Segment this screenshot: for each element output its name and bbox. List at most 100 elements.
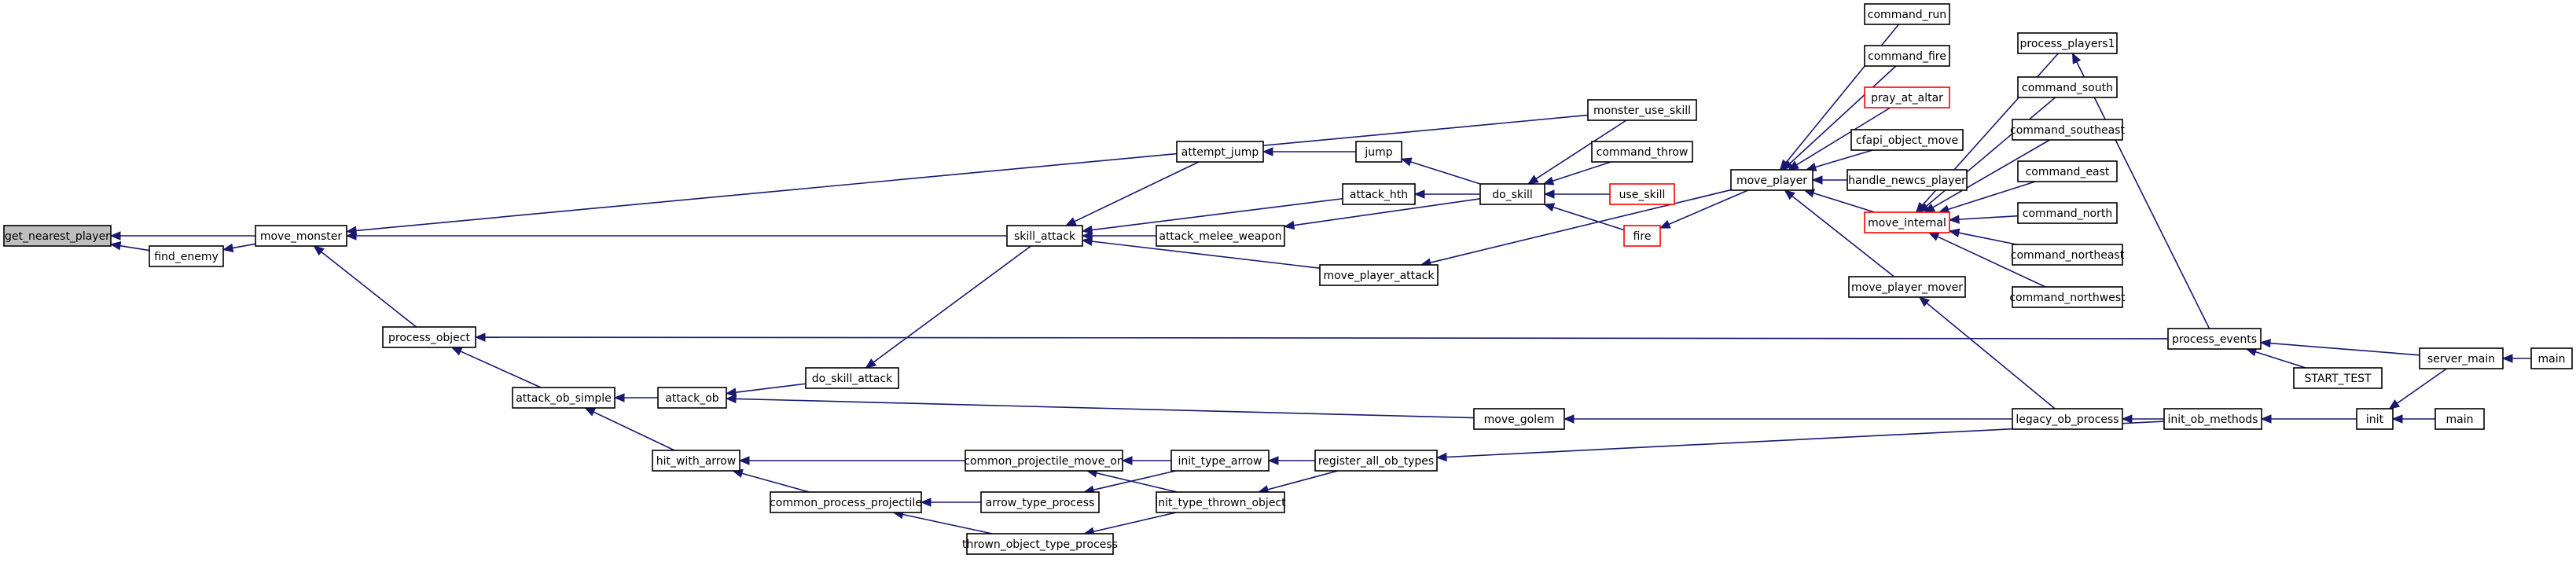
edge-do_skill_attack-to-attack_ob [725, 383, 807, 397]
node-cfapi_object_move[interactable]: cfapi_object_move [1850, 129, 1964, 151]
arrowhead [2391, 414, 2403, 424]
node-handle_newcs_player[interactable]: handle_newcs_player [1847, 169, 1968, 191]
node-box [2167, 328, 2262, 350]
edge-move_internal-to-move_player [1803, 189, 1875, 213]
node-command_northwest[interactable]: command_northwest [2009, 286, 2126, 308]
node-START_TEST[interactable]: START_TEST [2293, 367, 2383, 389]
edge-attack_hth-to-skill_attack [1081, 197, 1343, 235]
node-box [1587, 99, 1697, 121]
node-get_nearest_player[interactable]: get_nearest_player [3, 225, 112, 247]
edge-move_player_attack-to-skill_attack [1081, 237, 1321, 269]
arrowhead [474, 332, 486, 342]
node-command_run[interactable]: command_run [1864, 3, 1950, 25]
arrowhead [313, 245, 325, 256]
node-pray_at_altar[interactable]: pray_at_altar [1864, 86, 1950, 108]
node-label: fire [1633, 230, 1652, 243]
node-main_1[interactable]: main [2530, 347, 2573, 369]
node-do_skill_attack[interactable]: do_skill_attack [805, 367, 899, 389]
arrowhead [1543, 203, 1556, 212]
node-attack_hth[interactable]: attack_hth [1342, 183, 1416, 205]
arrowhead [109, 241, 122, 251]
edge-line [873, 245, 1031, 363]
node-command_northeast[interactable]: command_northeast [2011, 244, 2125, 266]
node-fire[interactable]: fire [1623, 225, 1661, 247]
node-attack_ob_simple[interactable]: attack_ob_simple [512, 387, 616, 409]
node-label: cfapi_object_move [1856, 134, 1958, 147]
node-box [1848, 276, 1966, 298]
edge-line [1093, 512, 1177, 533]
node-box [1355, 141, 1402, 163]
edge-init-to-init_ob_methods [2260, 414, 2357, 424]
node-register_all_ob_types[interactable]: register_all_ob_types [1314, 450, 1438, 472]
node-process_players1[interactable]: process_players1 [2017, 32, 2118, 54]
node-command_fire[interactable]: command_fire [1864, 45, 1950, 67]
node-use_skill[interactable]: use_skill [1609, 183, 1675, 205]
node-init[interactable]: init [2356, 408, 2394, 430]
node-move_player_attack[interactable]: move_player_attack [1319, 264, 1439, 286]
node-main_2[interactable]: main [2435, 408, 2485, 430]
node-skill_attack[interactable]: skill_attack [1006, 225, 1083, 247]
edge-line [735, 398, 1475, 419]
node-move_golem[interactable]: move_golem [1473, 408, 1565, 430]
node-init_type_arrow[interactable]: init_type_arrow [1170, 450, 1270, 472]
node-label: move_golem [1484, 413, 1555, 426]
edge-attempt_jump-to-skill_attack [1064, 161, 1200, 226]
node-common_projectile_move_on[interactable]: common_projectile_move_on [964, 450, 1124, 472]
node-legacy_ob_process[interactable]: legacy_ob_process [2012, 408, 2123, 430]
node-command_south[interactable]: command_south [2017, 76, 2118, 98]
node-do_skill[interactable]: do_skill [1479, 183, 1545, 205]
node-move_player[interactable]: move_player [1730, 169, 1813, 191]
edge-line [1789, 65, 1897, 164]
node-move_internal[interactable]: move_internal [1864, 211, 1950, 233]
edge-line [735, 383, 807, 393]
edge-move_player-to-fire [1659, 189, 1749, 229]
edge-handle_newcs_player-to-move_player [1811, 175, 1847, 185]
edge-init_ob_methods-to-legacy_ob_process [2121, 414, 2164, 424]
node-move_player_mover[interactable]: move_player_mover [1848, 276, 1966, 298]
node-command_throw[interactable]: command_throw [1591, 141, 1693, 163]
node-label: init_ob_methods [2168, 413, 2258, 426]
node-hit_with_arrow[interactable]: hit_with_arrow [652, 450, 740, 472]
edge-line [1267, 470, 1339, 490]
node-label: find_enemy [154, 251, 219, 263]
edge-line [1791, 195, 1895, 277]
node-init_type_thrown_object[interactable]: init_type_thrown_object [1155, 491, 1286, 513]
node-command_southeast[interactable]: command_southeast [2010, 119, 2125, 141]
node-server_main[interactable]: server_main [2419, 347, 2504, 369]
edge-jump-to-attempt_jump [1262, 147, 1356, 156]
arrowhead [865, 358, 877, 369]
node-box [149, 245, 224, 267]
node-find_enemy[interactable]: find_enemy [149, 245, 224, 267]
node-label: legacy_ob_process [2016, 413, 2118, 426]
arrowhead [1400, 157, 1413, 167]
node-label: common_projectile_move_on [964, 455, 1124, 468]
node-label: main [2446, 413, 2474, 426]
node-process_object[interactable]: process_object [382, 326, 476, 348]
node-init_ob_methods[interactable]: init_ob_methods [2163, 408, 2262, 430]
node-common_process_projectile[interactable]: common_process_projectile [770, 491, 922, 513]
node-label: process_players1 [2019, 38, 2115, 50]
arrowhead [1262, 147, 1273, 156]
edge-server_main-to-process_events [2259, 338, 2420, 356]
node-box [2017, 76, 2118, 98]
node-jump[interactable]: jump [1355, 141, 1402, 163]
edge-cfapi_object_move-to-move_player [1805, 149, 1873, 171]
node-attack_ob[interactable]: attack_ob [657, 387, 727, 409]
node-attempt_jump[interactable]: attempt_jump [1176, 141, 1264, 163]
node-monster_use_skill[interactable]: monster_use_skill [1587, 99, 1697, 121]
node-label: get_nearest_player [5, 230, 110, 243]
node-box [966, 533, 1114, 555]
node-thrown_object_type_process[interactable]: thrown_object_type_process [962, 533, 1118, 555]
node-move_monster[interactable]: move_monster [255, 225, 347, 247]
edge-monster_use_skill-to-do_skill [1527, 119, 1627, 185]
node-label: pray_at_altar [1871, 92, 1943, 105]
node-process_events[interactable]: process_events [2167, 328, 2262, 350]
node-arrow_type_process[interactable]: arrow_type_process [980, 491, 1100, 513]
edge-line [2396, 368, 2447, 404]
edge-line [2255, 351, 2306, 369]
edge-line [1535, 119, 1627, 180]
node-command_east[interactable]: command_east [2017, 160, 2118, 182]
node-label: handle_newcs_player [1848, 174, 1966, 187]
node-attack_melee_weapon[interactable]: attack_melee_weapon [1156, 225, 1285, 247]
node-command_north[interactable]: command_north [2017, 202, 2118, 224]
